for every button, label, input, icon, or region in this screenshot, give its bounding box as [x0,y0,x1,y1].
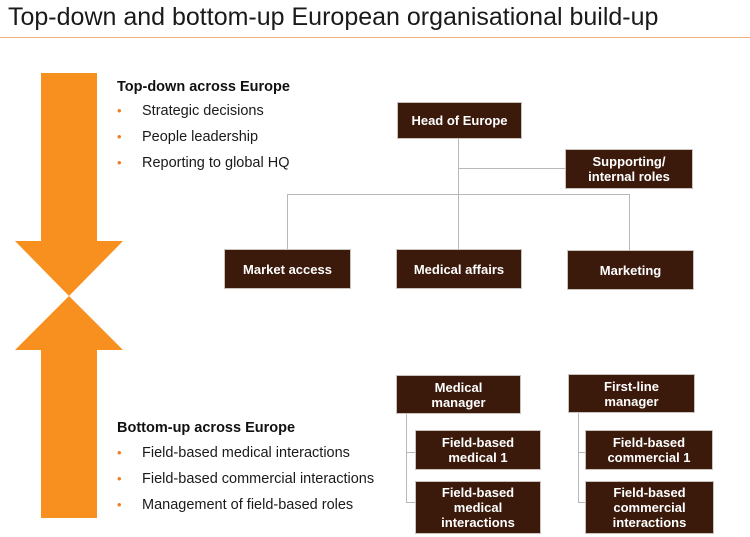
marketing-box: Marketing [567,250,694,290]
bottom-up-list: •Field-based medical interactions •Field… [117,445,374,523]
connector-line [578,412,579,502]
field-commercial-1-box: Field-based commercial 1 [585,430,713,470]
bullet-icon: • [117,471,122,486]
connector-line [406,452,416,453]
connector-line [578,502,586,503]
connector-line [287,194,288,250]
medical-manager-box: Medical manager [396,375,521,414]
field-medical-interactions-box: Field-based medical interactions [415,481,541,534]
connector-line [629,194,630,251]
bullet-icon: • [117,129,122,144]
field-medical-1-box: Field-based medical 1 [415,430,541,470]
connector-line [578,452,586,453]
page-title: Top-down and bottom-up European organisa… [8,3,659,31]
supporting-roles-box: Supporting/ internal roles [565,149,693,189]
list-item: •Field-based commercial interactions [117,471,375,487]
bullet-icon: • [117,103,122,118]
list-item: •Field-based medical interactions [117,445,350,461]
connector-line [406,412,407,502]
connector-line [458,168,566,169]
list-item: •People leadership [117,129,259,145]
bullet-icon: • [117,445,122,460]
bullet-icon: • [117,155,122,170]
list-item: •Management of field-based roles [117,497,354,513]
list-item: •Strategic decisions [117,103,264,119]
title-divider [0,37,750,38]
top-down-heading: Top-down across Europe [117,79,290,95]
market-access-box: Market access [224,249,351,289]
top-down-list: •Strategic decisions •People leadership … [117,103,290,181]
field-commercial-interactions-box: Field-based commercial interactions [585,481,714,534]
down-arrow-icon [15,73,123,296]
connector-line [406,502,416,503]
bullet-icon: • [117,497,122,512]
connector-line [287,194,630,195]
first-line-manager-box: First-line manager [568,374,695,413]
medical-affairs-box: Medical affairs [396,249,522,289]
up-arrow-icon [15,296,123,518]
head-of-europe-box: Head of Europe [397,102,522,139]
list-item: •Reporting to global HQ [117,155,290,171]
bottom-up-heading: Bottom-up across Europe [117,420,296,436]
